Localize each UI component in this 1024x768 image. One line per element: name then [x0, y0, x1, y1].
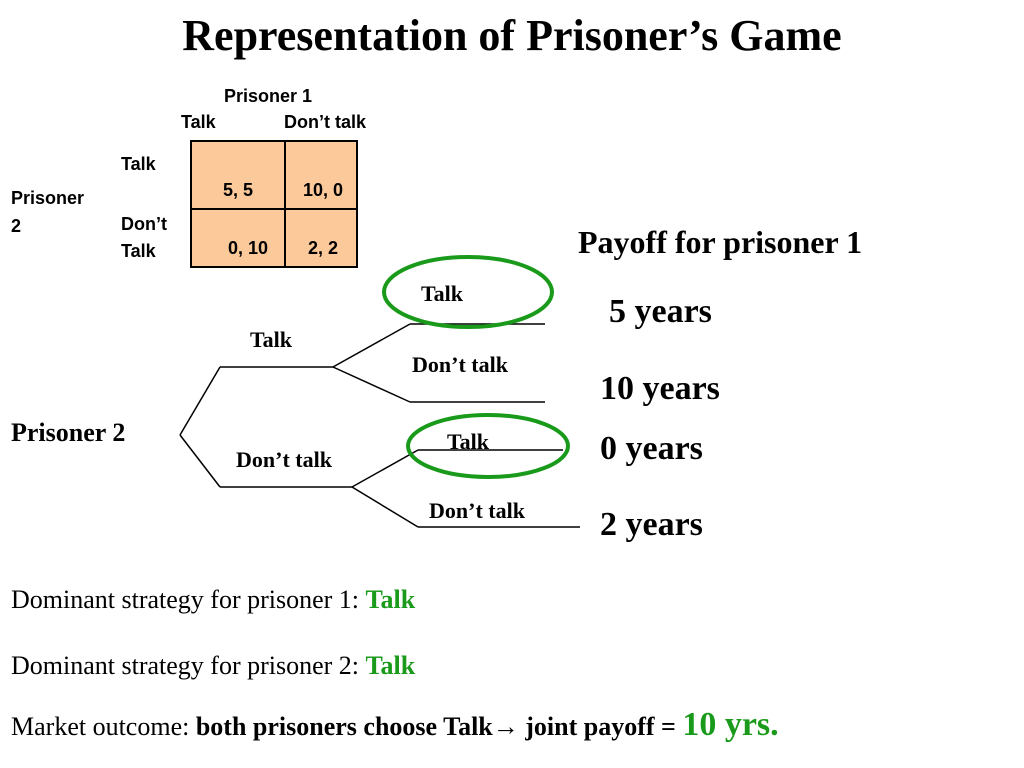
- payoff-header: Payoff for prisoner 1: [578, 224, 863, 260]
- tree-p1-top-talk: Talk: [421, 281, 464, 306]
- highlight-ellipse-bottom: [406, 413, 570, 479]
- matrix-cell-talk-talk: 5, 5: [222, 180, 254, 200]
- tree-edge-talk-lower: [332, 366, 411, 403]
- highlight-ellipse-top: [382, 255, 554, 329]
- matrix-cell-talk-donttalk: 10, 0: [302, 180, 344, 200]
- tree-p1-top-donttalk: Don’t talk: [412, 352, 508, 377]
- summary-line-1-prefix: Dominant strategy for prisoner 1:: [11, 585, 366, 614]
- summary-line-2-prefix: Dominant strategy for prisoner 2:: [11, 651, 366, 680]
- matrix-row-label-dont-line2: Talk: [121, 241, 156, 261]
- tree-p2-branch-donttalk: Don’t talk: [236, 447, 332, 472]
- tree-edge-donttalk-upper: [351, 449, 419, 488]
- tree-edge-root-talk: [179, 366, 221, 436]
- matrix-divider-vertical: [284, 142, 286, 266]
- tree-edge-donttalk-lower: [351, 486, 419, 528]
- payoff-4: 2 years: [600, 506, 703, 543]
- tree-p1-bottom-talk: Talk: [447, 429, 490, 454]
- tree-root-label: Prisoner 2: [11, 418, 126, 447]
- matrix-cell-donttalk-talk: 0, 10: [227, 238, 269, 258]
- matrix-row-label-dont-line1: Don’t: [121, 214, 167, 234]
- tree-p1-bottom-donttalk: Don’t talk: [429, 498, 525, 523]
- summary-line-2: Dominant strategy for prisoner 2: Talk: [11, 651, 415, 681]
- payoff-3: 0 years: [600, 430, 703, 467]
- summary-line-3: Market outcome: both prisoners choose Ta…: [11, 706, 779, 744]
- matrix-col-label-talk: Talk: [181, 112, 216, 132]
- matrix-row-player-line2: 2: [11, 216, 22, 236]
- summary-line-1: Dominant strategy for prisoner 1: Talk: [11, 585, 415, 615]
- tree-edge-root-donttalk: [179, 434, 221, 488]
- summary-line-3-bold: both prisoners choose Talk→ joint payoff…: [195, 712, 683, 741]
- matrix-row-player-line1: Prisoner: [11, 188, 85, 208]
- payoff-2: 10 years: [600, 370, 720, 407]
- summary-line-3-prefix: Market outcome:: [11, 712, 196, 741]
- matrix-row-label-talk: Talk: [121, 154, 156, 174]
- tree-p2-branch-talk: Talk: [250, 327, 293, 352]
- matrix-cell-donttalk-donttalk: 2, 2: [307, 238, 339, 258]
- payoff-1: 5 years: [609, 293, 712, 330]
- summary-line-3-value: 10 yrs.: [682, 706, 779, 743]
- payoff-matrix: 5, 5 10, 0 0, 10 2, 2: [190, 140, 358, 268]
- summary-line-2-value: Talk: [365, 651, 416, 680]
- summary-line-1-value: Talk: [365, 585, 416, 614]
- matrix-divider-horizontal: [192, 208, 356, 210]
- matrix-col-player: Prisoner 1: [224, 86, 313, 106]
- page-title: Representation of Prisoner’s Game: [182, 11, 842, 60]
- matrix-col-label-dont-talk: Don’t talk: [284, 112, 367, 132]
- tree-edge-talk-upper: [332, 323, 411, 368]
